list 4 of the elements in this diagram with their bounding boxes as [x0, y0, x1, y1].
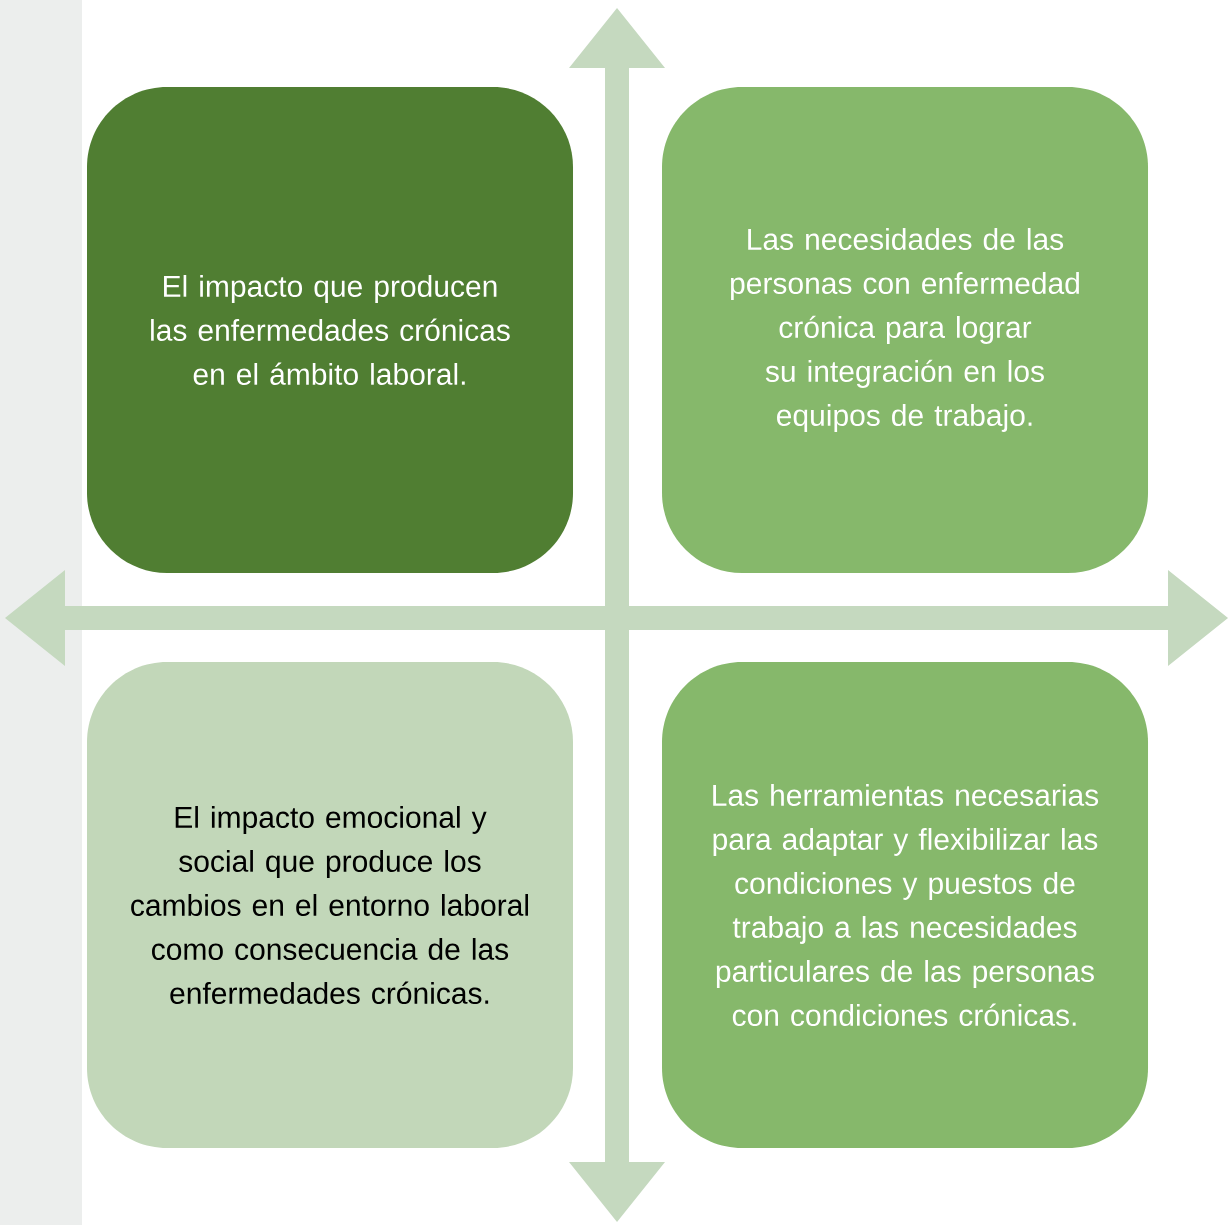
rounded-box: El impacto que producen las enfermedades crónicas en el ámbito laboral. [87, 87, 573, 573]
rounded-box: Las necesidades de las personas con enfermedad crónica para lograr su integración en los equipos de trabajo. [662, 87, 1148, 573]
rounded-box: Las herramientas necesarias para adaptar y flexibilizar las condiciones y puestos de trabajo a las necesidades particulares de las personas con condiciones crónicas. [662, 662, 1148, 1148]
rounded-box: El impacto emocional y social que produce los cambios en el entorno laboral como consecuencia de las enfermedades crónicas. [87, 662, 573, 1148]
